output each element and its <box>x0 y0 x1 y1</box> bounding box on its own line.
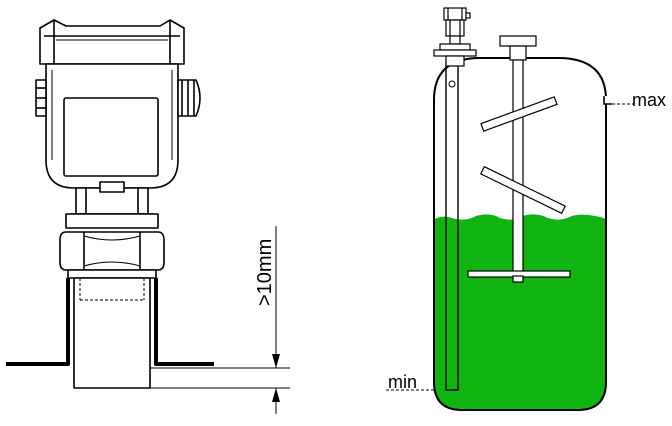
max-level-label: max <box>632 90 666 110</box>
sensor-transducer <box>67 269 157 389</box>
liquid-fill <box>434 214 606 410</box>
tank-roof-flange <box>6 278 214 366</box>
cable-gland-left <box>35 79 47 117</box>
measuring-tube <box>445 61 459 391</box>
dimension-lines <box>150 226 290 414</box>
sensor-lid <box>39 19 185 65</box>
agitator-blade-middle <box>479 165 567 215</box>
max-level-marker <box>601 96 634 105</box>
dimension-label: >10mm <box>254 239 276 306</box>
dimension-arrows <box>272 354 280 402</box>
agitator-blade-upper <box>480 96 558 132</box>
agitator-blade-lower <box>467 270 571 283</box>
sensor-neck <box>65 181 159 229</box>
agitator <box>467 35 571 283</box>
cable-gland-right <box>177 79 201 117</box>
sensor-housing <box>45 63 179 189</box>
sensor-mounting-detail <box>6 19 290 414</box>
tank-top-sensor <box>433 7 477 67</box>
hex-nut <box>59 231 165 271</box>
min-level-label: min <box>388 372 417 392</box>
tank-diagram <box>386 7 634 411</box>
